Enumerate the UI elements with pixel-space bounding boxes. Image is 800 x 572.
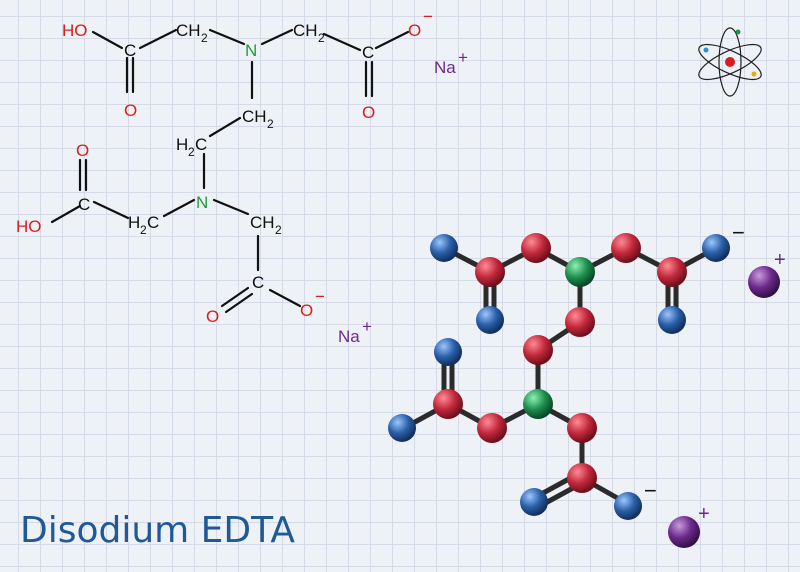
ch2-label: CH: [176, 21, 201, 40]
carbon-label: C: [362, 43, 374, 62]
compound-title: Disodium EDTA: [20, 510, 295, 551]
plus-charge: +: [698, 503, 710, 525]
minus-charge: −: [732, 220, 745, 245]
carbon-atoms: [433, 233, 687, 493]
carbon-label: C: [124, 41, 136, 60]
subscript-2: 2: [318, 31, 325, 45]
oxygen-label: O: [206, 307, 219, 326]
subscript-2: 2: [275, 223, 282, 237]
subscript-2: 2: [201, 31, 208, 45]
hydroxyl-label: HO: [16, 217, 42, 236]
ch2-label: CH: [293, 21, 318, 40]
ch2-label: CH: [242, 107, 267, 126]
sodium-label: Na: [434, 58, 456, 77]
subscript-2: 2: [267, 117, 274, 131]
sodium-label: Na: [338, 327, 360, 346]
nitrogen-label: N: [196, 193, 208, 212]
oxygen-atoms: [388, 234, 730, 520]
hydroxyl-label: HO: [62, 21, 88, 40]
plus-charge: +: [362, 317, 372, 336]
subscript-2: 2: [140, 223, 147, 237]
ch2-label: CH: [250, 213, 275, 232]
carbon-label: C: [252, 273, 264, 292]
sodium-atoms: [668, 266, 780, 548]
plus-charge: +: [774, 249, 786, 271]
minus-charge: −: [423, 7, 433, 26]
subscript-2: 2: [188, 145, 195, 159]
h2c-label-h: H: [176, 135, 188, 154]
nitrogen-atoms: [523, 257, 595, 419]
oxygen-label: O: [362, 103, 375, 122]
oxygen-label: O: [76, 141, 89, 160]
oxygen-label: O: [408, 21, 421, 40]
nitrogen-label: N: [245, 41, 257, 60]
oxygen-label: O: [124, 101, 137, 120]
h2c-label-c: C: [195, 135, 207, 154]
carbon-label: C: [78, 195, 90, 214]
minus-charge: −: [644, 478, 657, 503]
plus-charge: +: [458, 48, 468, 67]
oxygen-label: O: [300, 301, 313, 320]
minus-charge: −: [315, 287, 325, 306]
h2c-label-h: H: [128, 213, 140, 232]
h2c-label-c: C: [147, 213, 159, 232]
atom-icon: [698, 27, 762, 97]
